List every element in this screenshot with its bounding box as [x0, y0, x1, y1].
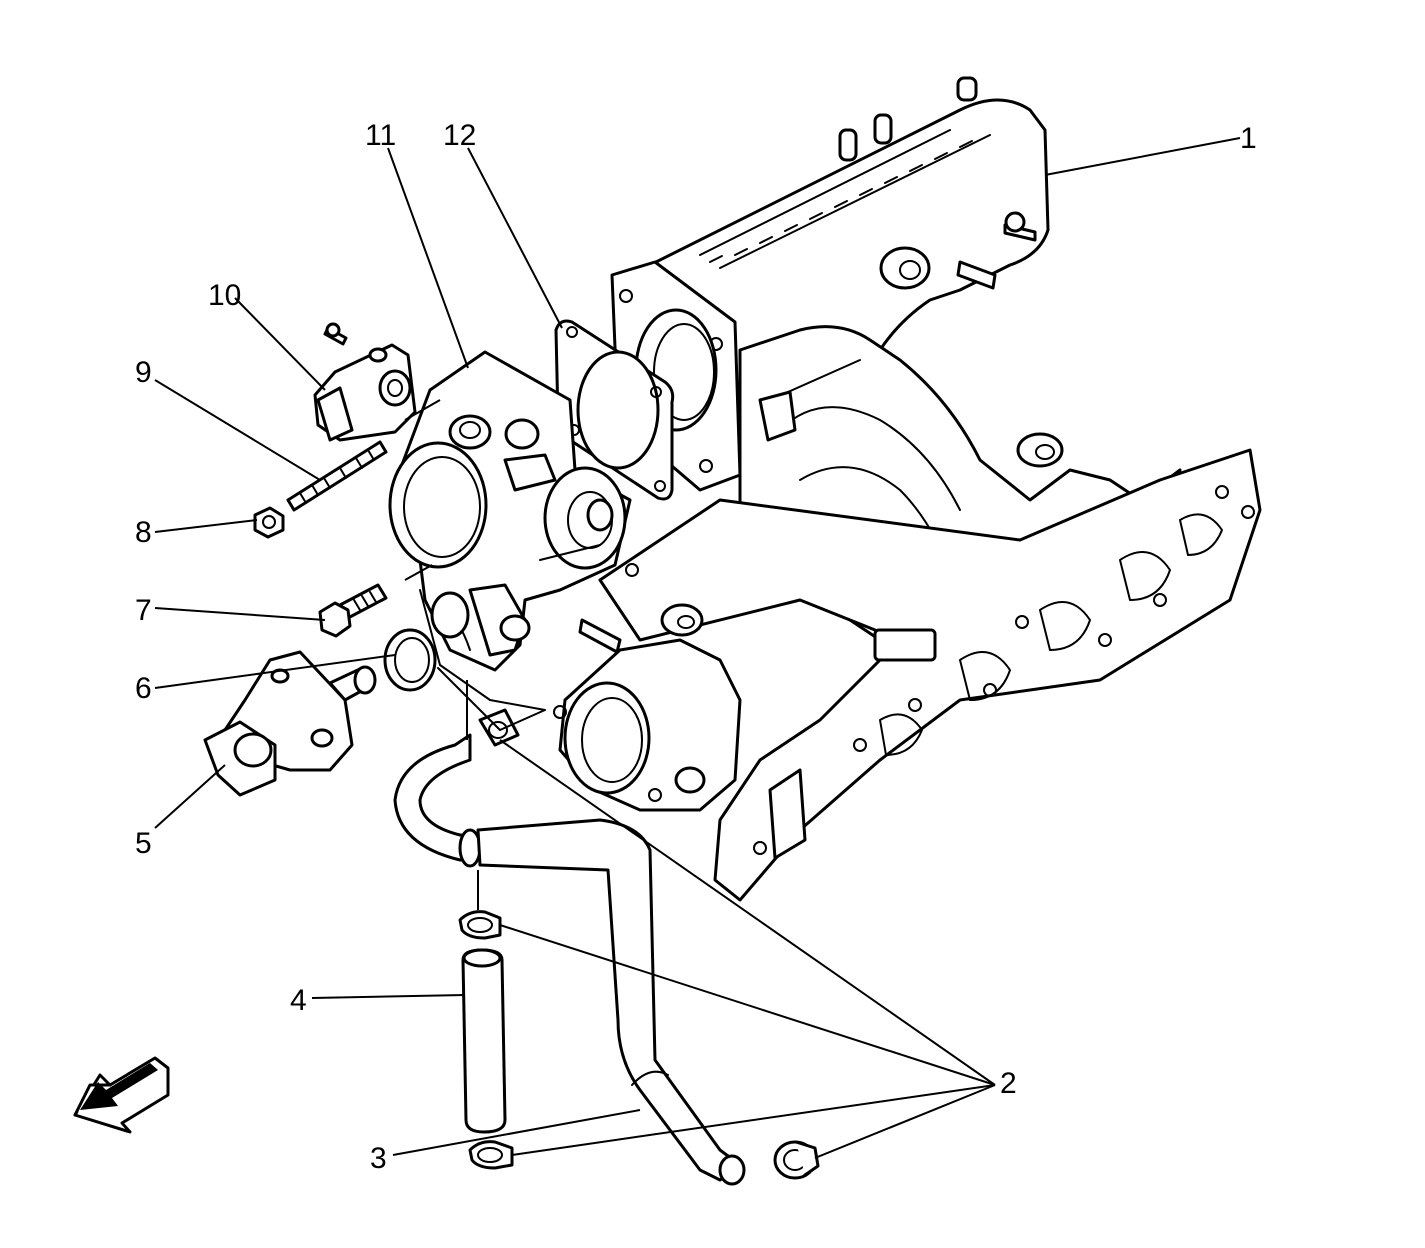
callout-9: 9	[135, 356, 152, 389]
idle-air-control-valve	[203, 650, 377, 797]
nut	[253, 506, 285, 539]
hose-clamps	[458, 708, 820, 1180]
callout-labels: 1 2 3 4 5 6 7 8 9 10 11 12	[135, 119, 1257, 1175]
front-direction-arrow-icon	[73, 1056, 170, 1134]
throttle-position-sensor	[313, 322, 417, 442]
callout-2: 2	[1000, 1067, 1017, 1100]
callout-3: 3	[370, 1142, 387, 1175]
leader-lines	[154, 137, 1241, 1159]
throttle-body-gasket	[554, 319, 675, 501]
callout-5: 5	[135, 827, 152, 860]
callout-8: 8	[135, 516, 152, 549]
assembly-guide-lines	[404, 399, 546, 910]
stud	[286, 440, 388, 512]
callout-10: 10	[208, 279, 241, 312]
callout-7: 7	[135, 594, 152, 627]
callout-11: 11	[365, 119, 396, 152]
o-ring	[383, 628, 437, 692]
throttle-body	[388, 350, 632, 672]
callout-12: 12	[443, 119, 476, 152]
intake-manifold	[553, 76, 1262, 902]
callout-1: 1	[1240, 122, 1257, 155]
callout-4: 4	[290, 984, 307, 1017]
bolt	[318, 583, 388, 638]
callout-6: 6	[135, 672, 152, 705]
